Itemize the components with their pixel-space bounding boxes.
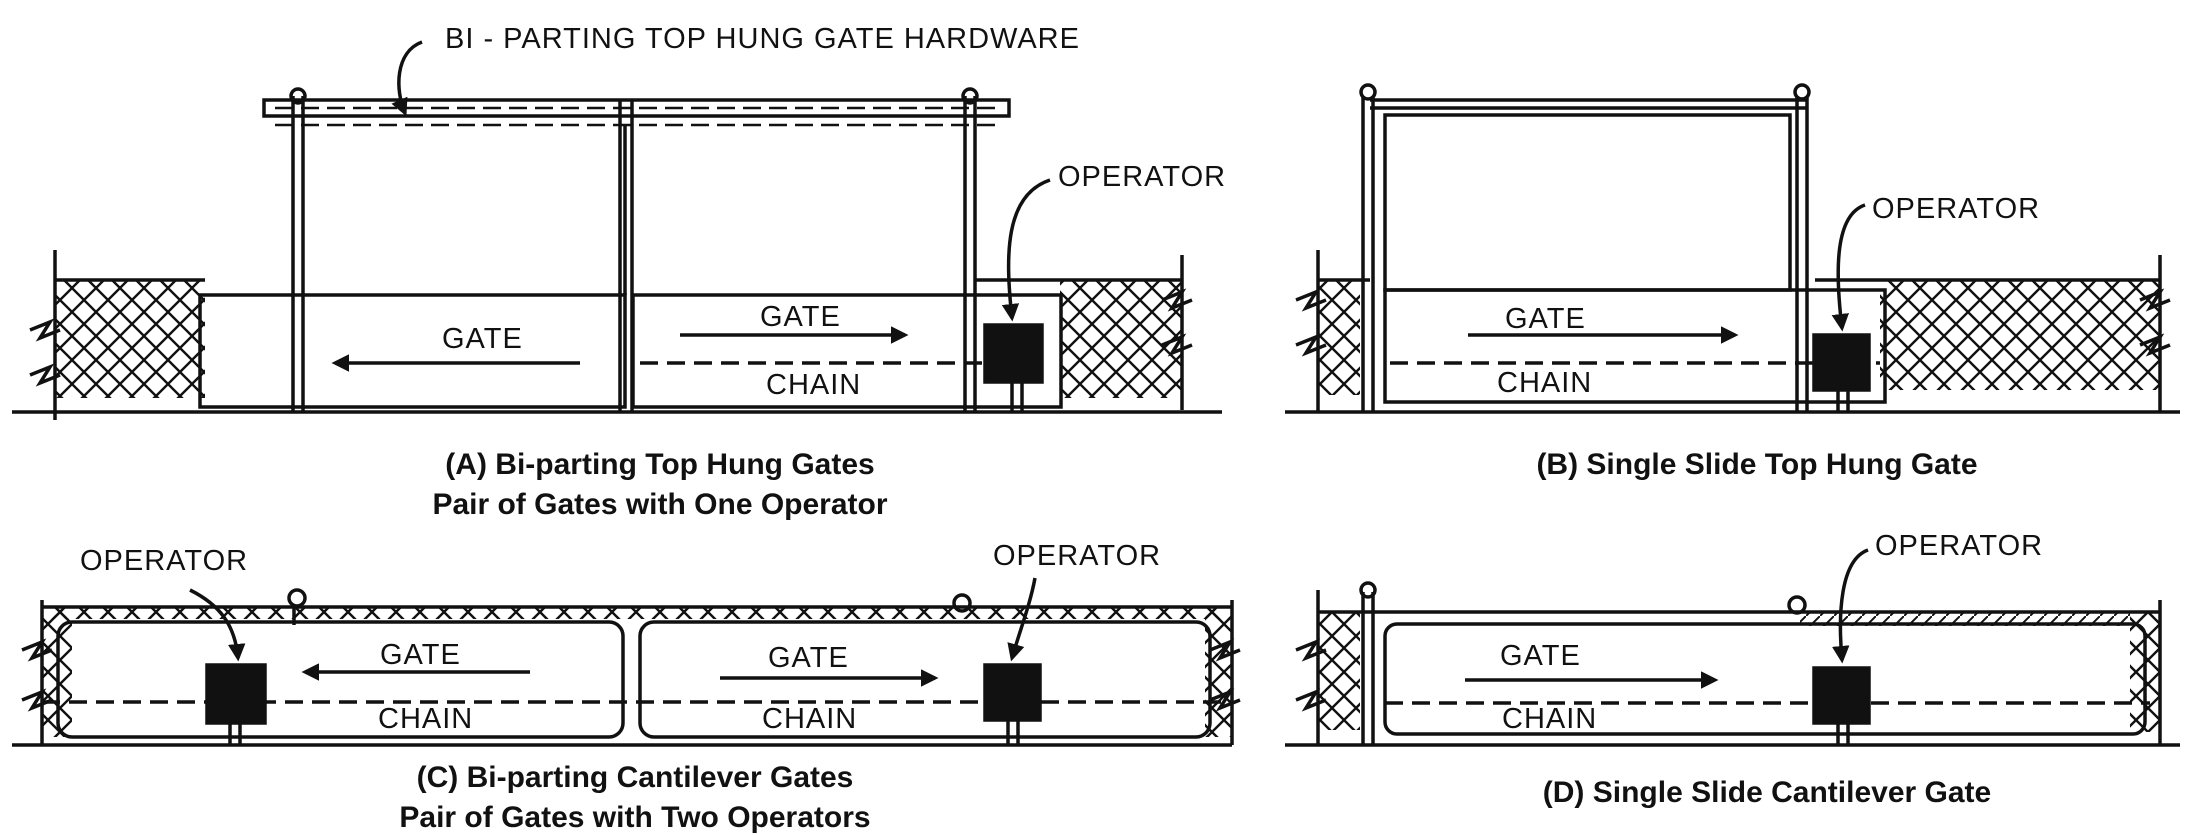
fence-mesh-right xyxy=(1880,280,2160,390)
panel-d xyxy=(1285,548,2180,747)
gate-label-right: GATE xyxy=(768,642,849,674)
caption-a-line2: Pair of Gates with One Operator xyxy=(432,488,887,521)
fence-mesh-left xyxy=(1318,280,1360,395)
hardware-label: BI - PARTING TOP HUNG GATE HARDWARE xyxy=(445,23,1080,55)
hardware-arrow xyxy=(391,40,423,117)
chain-label: CHAIN xyxy=(766,369,861,401)
panel-c xyxy=(12,577,1241,747)
operator-box xyxy=(983,323,1044,384)
fence-mesh-left xyxy=(1318,612,1360,730)
caption-c-line2: Pair of Gates with Two Operators xyxy=(399,801,870,834)
fence-top-mesh xyxy=(42,607,1232,619)
operator-label: OPERATOR xyxy=(1875,530,2043,562)
caption-d-line1: (D) Single Slide Cantilever Gate xyxy=(1543,776,1991,809)
chain-label: CHAIN xyxy=(1502,703,1597,735)
gate-leaf-left xyxy=(198,293,627,409)
caption-b-line1: (B) Single Slide Top Hung Gate xyxy=(1536,448,1977,481)
gate-label-left: GATE xyxy=(380,639,461,671)
caption-c-line1: (C) Bi-parting Cantilever Gates xyxy=(417,761,854,794)
gate-label: GATE xyxy=(442,323,523,355)
chain-label-right: CHAIN xyxy=(762,703,857,735)
break-mark xyxy=(29,318,61,342)
gate-leaf xyxy=(1383,622,2147,736)
operator-arrow xyxy=(1001,178,1051,322)
operator-label-right: OPERATOR xyxy=(993,540,1161,572)
gate-leaf xyxy=(1383,288,1887,404)
operator-box-left xyxy=(205,663,267,725)
operator-label: OPERATOR xyxy=(1872,193,2040,225)
gate-label: GATE xyxy=(1505,303,1586,335)
operator-box xyxy=(1812,666,1871,725)
operator-arrow xyxy=(1831,203,1866,332)
gate-leaf-right xyxy=(638,620,1212,739)
top-track xyxy=(262,98,1011,118)
operator-arrow xyxy=(1832,548,1869,664)
panel-a xyxy=(12,40,1222,420)
gate-label: GATE xyxy=(1500,640,1581,672)
operator-arrow-right xyxy=(1007,577,1037,662)
chain-label: CHAIN xyxy=(1497,367,1592,399)
caption-a-line1: (A) Bi-parting Top Hung Gates xyxy=(445,448,874,481)
gate-leaf-right xyxy=(631,293,1063,409)
fence-mesh-right xyxy=(1060,280,1182,398)
operator-box-right xyxy=(983,663,1042,722)
operator-box xyxy=(1812,333,1871,392)
operator-label-left: OPERATOR xyxy=(80,545,248,577)
gate-leaf-left xyxy=(56,620,625,739)
operator-label: OPERATOR xyxy=(1058,161,1226,193)
gate-label: GATE xyxy=(760,301,841,333)
panel-b xyxy=(1285,83,2180,414)
chain-label-left: CHAIN xyxy=(378,703,473,735)
fence-mesh-left xyxy=(55,280,205,398)
operator-arrow-left xyxy=(189,588,246,662)
upper-panel xyxy=(1383,113,1792,292)
